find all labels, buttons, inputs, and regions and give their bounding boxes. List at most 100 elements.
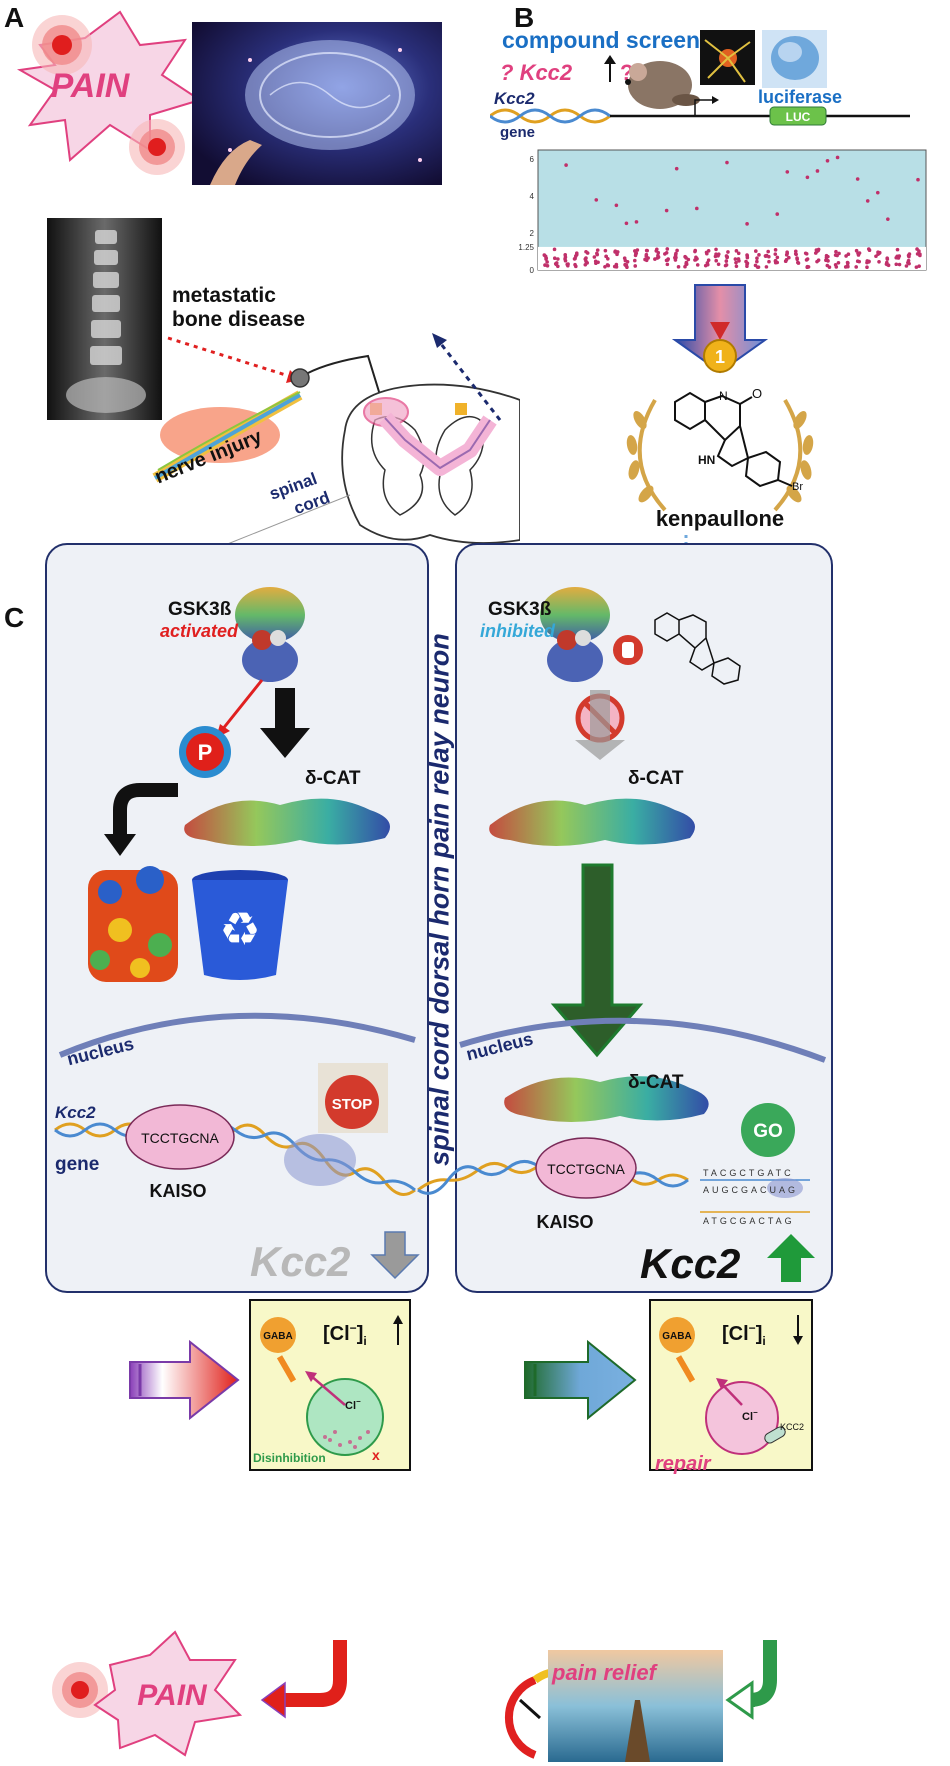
- screen-point: [816, 258, 821, 262]
- green-down-arrow: [550, 863, 644, 1058]
- screen-point: [796, 261, 801, 265]
- screen-point: [566, 263, 570, 268]
- screen-hit-point: [815, 169, 820, 173]
- dorsal-root-ganglion: [290, 368, 310, 388]
- screen-point: [583, 257, 588, 261]
- screen-point: [757, 253, 761, 257]
- screen-point: [656, 253, 660, 258]
- red-right-arrow: [129, 1339, 240, 1421]
- screen-point: [724, 259, 729, 263]
- screen-hit-point: [805, 175, 810, 180]
- screen-point: [676, 265, 681, 269]
- screen-hit-point: [674, 166, 679, 171]
- screen-point: [693, 258, 697, 262]
- gsk3b-label-left: GSK3ß: [168, 599, 232, 620]
- screen-hit-point: [594, 198, 599, 202]
- screen-hit-point: [825, 158, 830, 163]
- kaiso-protein-left: [125, 1104, 235, 1170]
- luc-box: [769, 106, 827, 126]
- screen-point: [854, 248, 859, 253]
- svg-text:ATGCGACTAG: ATGCGACTAG: [703, 1216, 795, 1226]
- kenpaullone-structure: [674, 391, 793, 488]
- metastatic-label-line1: metastatic: [172, 284, 276, 307]
- kcc2-gene-symbol-left: Kcc2: [55, 1103, 96, 1122]
- screen-hit-point: [835, 155, 840, 160]
- delta-cat-label-nuclear: δ-CAT: [628, 1072, 684, 1093]
- screen-point: [716, 252, 721, 256]
- kenpaullone-label: kenpaullone: [656, 506, 784, 531]
- screen-hit-point: [875, 190, 880, 195]
- screen-point: [804, 252, 809, 256]
- screen-point: [896, 256, 901, 260]
- screen-point: [596, 260, 600, 265]
- screen-point: [542, 253, 547, 257]
- pain-starburst-bottom: [93, 1630, 243, 1757]
- screen-point: [834, 249, 838, 254]
- delta-cat-label-left: δ-CAT: [305, 768, 361, 789]
- screen-point: [694, 255, 698, 260]
- curved-red-arrow: [285, 1640, 347, 1707]
- svg-text:TACGCTGATC: TACGCTGATC: [703, 1168, 794, 1178]
- screen-point: [556, 257, 560, 261]
- screen-point: [745, 253, 749, 257]
- screen-point: [755, 259, 759, 264]
- luc-label: LUC: [786, 110, 811, 124]
- question-kcc2-label: ? Kcc2: [500, 60, 573, 85]
- screen-point: [595, 252, 600, 257]
- gsk3b-label-right: GSK3ß: [488, 599, 552, 620]
- screen-point: [665, 247, 670, 251]
- screen-point: [907, 254, 911, 259]
- gene-symbol-label: Kcc2: [494, 89, 535, 108]
- hn-label: HN: [698, 453, 715, 467]
- kcc2-output-left: Kcc2: [250, 1238, 350, 1285]
- screen-point: [615, 250, 620, 254]
- screen-point: [624, 263, 629, 268]
- delta-cat-nuclear: [504, 1076, 709, 1122]
- screen-point: [583, 262, 588, 267]
- screen-point: [895, 247, 900, 252]
- kenpaullone-small: [654, 612, 741, 685]
- metastatic-label-line2: bone disease: [172, 308, 305, 331]
- injured-nerve: [152, 390, 303, 483]
- screen-point: [592, 255, 597, 259]
- screen-point: [665, 262, 670, 267]
- screen-point: [846, 252, 851, 256]
- kaiso-label-right: KAISO: [536, 1212, 593, 1232]
- screen-hit-point: [775, 212, 780, 216]
- screen-point: [663, 252, 667, 256]
- screen-point: [785, 251, 789, 256]
- svg-text:STOP: STOP: [332, 1096, 373, 1113]
- neuron-circle-right: [705, 1381, 779, 1455]
- screen-point: [773, 252, 778, 256]
- screen-point: [917, 264, 921, 268]
- screen-point: [733, 257, 738, 261]
- screen-point: [632, 258, 637, 263]
- screen-point: [894, 262, 899, 267]
- screen-point: [664, 258, 669, 263]
- svg-text:♻: ♻: [219, 903, 260, 955]
- svg-text:GABA: GABA: [662, 1331, 691, 1342]
- screen-point: [877, 250, 882, 255]
- svg-text:Cl−: Cl−: [345, 1397, 361, 1412]
- repair-label: repair: [655, 1453, 712, 1475]
- screen-point: [585, 251, 590, 255]
- screen-hit-point: [886, 217, 890, 221]
- screen-point: [763, 254, 768, 259]
- laurel-wreath: [626, 398, 814, 512]
- screen-point: [866, 247, 871, 251]
- screen-hit-point: [855, 177, 860, 181]
- screen-point: [574, 264, 578, 269]
- bottom-graphics: GABA Cl− x [Cl−]i Disinhibition GABA Cl−…: [52, 1299, 813, 1762]
- screen-hit-point: [785, 170, 790, 174]
- proteasome-icon: [88, 866, 178, 982]
- screen-hit-point: [664, 208, 669, 213]
- gene-word-left: gene: [55, 1154, 99, 1175]
- screen-point: [734, 260, 738, 265]
- screen-point: [915, 247, 919, 251]
- screen-point: [833, 253, 838, 257]
- screen-point: [886, 263, 891, 268]
- screen-point: [563, 255, 568, 259]
- screen-point: [614, 262, 619, 267]
- green-up-arrow: [767, 1234, 815, 1282]
- screen-point: [897, 262, 902, 267]
